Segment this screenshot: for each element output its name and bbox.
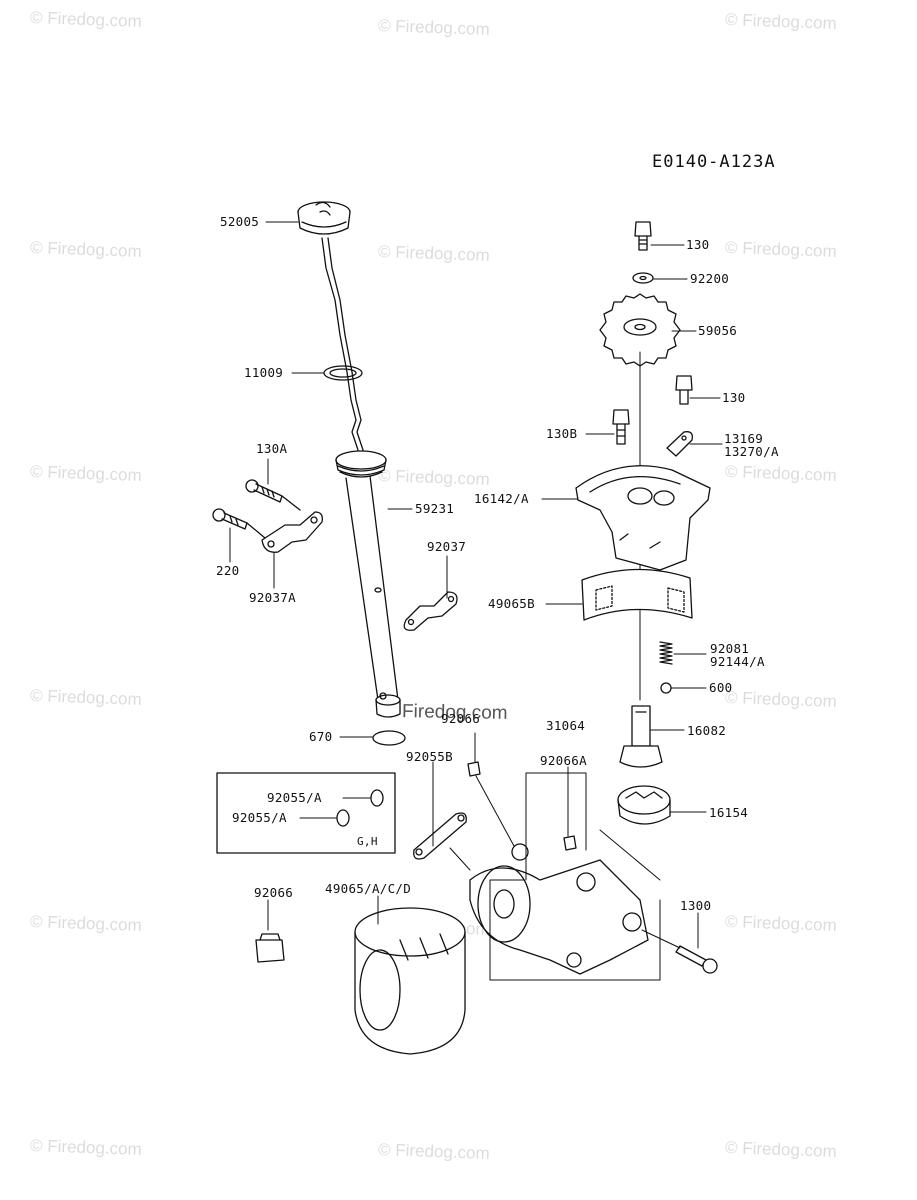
pump-cover-16142A — [575, 465, 711, 571]
variant-inset-box — [216, 772, 396, 854]
rotor-16154 — [617, 785, 671, 825]
screen-49065B — [581, 568, 693, 621]
dipstick-tube-59231 — [335, 450, 401, 718]
filter-base-31064 — [469, 843, 649, 975]
dipstick-rod-edge — [327, 237, 364, 463]
leader — [281, 495, 301, 511]
oil-cap-52005 — [297, 201, 351, 235]
shaft-16082 — [619, 705, 663, 768]
plate-13169 — [666, 431, 693, 457]
part-label-92055A-1: 92055/A — [267, 790, 322, 805]
part-label-92055B: 92055B — [406, 749, 453, 764]
part-label-49065ACD: 49065/A/C/D — [325, 881, 412, 896]
ball-600 — [660, 682, 672, 694]
bracket-92037 — [403, 591, 458, 631]
bracket-92037A — [261, 511, 323, 553]
part-label-92200: 92200 — [690, 271, 730, 286]
part-label-670: 670 — [309, 729, 333, 744]
plug-92066-top — [467, 761, 481, 777]
washer-92200 — [632, 272, 654, 284]
part-label-13270A: 13270/A — [724, 444, 779, 459]
bolt-220 — [212, 508, 248, 530]
part-label-130B: 130B — [546, 426, 578, 441]
dipstick-rod — [321, 237, 359, 463]
oring-92055A-2 — [336, 809, 350, 827]
variant-label-GH: G,H — [357, 835, 378, 848]
part-label-16154: 16154 — [709, 805, 749, 820]
plug-92066A — [563, 835, 577, 851]
bolt-130A — [245, 479, 283, 503]
oil-filter-49065ACD — [354, 907, 466, 1055]
part-label-49065B: 49065B — [488, 596, 535, 611]
bolt-130B — [612, 409, 630, 445]
bracket-outline-31064 — [489, 772, 661, 981]
part-label-130-top: 130 — [686, 237, 710, 252]
part-label-1300: 1300 — [680, 898, 712, 913]
part-label-16142A: 16142/A — [474, 491, 529, 506]
part-label-52005: 52005 — [220, 214, 260, 229]
gasket-92055B — [413, 812, 467, 860]
spring-92081 — [659, 641, 673, 665]
diagram-reference: E0140-A123A — [652, 152, 776, 172]
part-label-59056: 59056 — [698, 323, 738, 338]
part-label-92066-top: 92066 — [441, 711, 481, 726]
part-label-130A: 130A — [256, 441, 288, 456]
oring-670 — [372, 730, 406, 746]
part-label-16082: 16082 — [687, 723, 727, 738]
part-label-130-mid: 130 — [722, 390, 746, 405]
part-label-92037: 92037 — [427, 539, 467, 554]
part-label-11009: 11009 — [244, 365, 284, 380]
leader-lines — [229, 221, 723, 949]
part-label-31064: 31064 — [546, 718, 586, 733]
gear-59056 — [599, 293, 681, 367]
bolt-130-mid — [675, 375, 693, 405]
part-label-220: 220 — [216, 563, 240, 578]
part-label-92066A: 92066A — [540, 753, 587, 768]
part-label-13169: 13169 — [724, 431, 764, 446]
oring-11009 — [323, 365, 363, 381]
part-label-92081: 92081 — [710, 641, 750, 656]
plug-92066 — [255, 933, 285, 963]
bolt-1300 — [675, 945, 718, 974]
part-label-59231: 59231 — [415, 501, 455, 516]
part-label-600: 600 — [709, 680, 733, 695]
part-label-92037A: 92037A — [249, 590, 296, 605]
bolt-130-top — [634, 221, 652, 251]
part-label-92055A-2: 92055/A — [232, 810, 287, 825]
leader — [246, 522, 266, 539]
part-label-92066-bottom: 92066 — [254, 885, 294, 900]
part-label-92144A: 92144/A — [710, 654, 765, 669]
oring-92055A-1 — [370, 789, 384, 807]
